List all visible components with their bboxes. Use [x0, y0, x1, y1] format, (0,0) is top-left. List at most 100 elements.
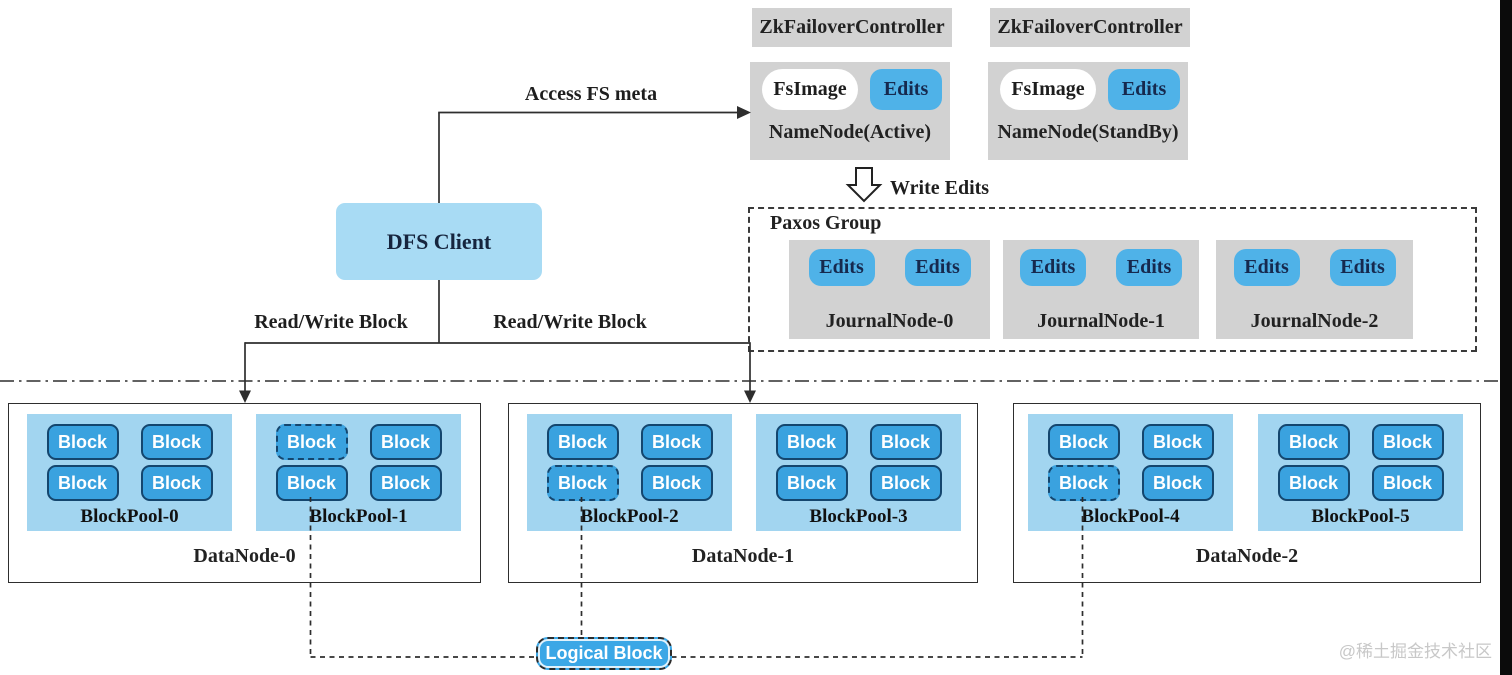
datanode-0-box: Block Block Block Block BlockPool-0 Bloc… — [8, 403, 481, 583]
block-pill: Block — [1371, 465, 1444, 501]
block-grid: Block Block Block Block — [27, 414, 232, 501]
journalnode-1-title: JournalNode-1 — [1037, 310, 1165, 332]
block-label: Block — [786, 472, 837, 493]
namenode-pill-row: FsImage Edits — [750, 62, 950, 110]
block-label: Block — [557, 431, 608, 452]
block-label: Block — [1288, 431, 1339, 452]
arrowhead-down-icon — [239, 390, 251, 403]
block-grid: Block Block Block Block — [256, 414, 461, 501]
block-label: Block — [57, 472, 108, 493]
block-label: Block — [1152, 472, 1203, 493]
blockpool-5-panel: Block Block Block Block BlockPool-5 — [1258, 414, 1463, 531]
block-label: Block — [57, 431, 108, 452]
fsimage-label: FsImage — [1011, 78, 1085, 100]
edits-pill: Edits — [904, 249, 971, 286]
namenode-standby-title: NameNode(StandBy) — [997, 121, 1179, 143]
blockpool-3-panel: Block Block Block Block BlockPool-3 — [756, 414, 961, 531]
edits-pill: Edits — [1116, 249, 1182, 286]
block-label: Block — [1382, 472, 1433, 493]
datanode-1-box: Block Block Block Block BlockPool-2 Bloc… — [508, 403, 978, 583]
block-label: Block — [286, 431, 337, 452]
edits-label: Edits — [1340, 256, 1385, 278]
fsimage-pill: FsImage — [762, 69, 858, 110]
write-edits-arrow-icon — [845, 167, 883, 203]
block-pill: Block — [640, 424, 713, 460]
dfs-client-label: DFS Client — [386, 228, 492, 254]
block-pill: Block — [640, 465, 713, 501]
blockpool-2-title: BlockPool-2 — [580, 506, 679, 527]
block-label: Block — [151, 431, 202, 452]
block-pill-dashed: Block — [1047, 465, 1120, 501]
logical-block-label: Logical Block — [545, 643, 663, 663]
journalnode-pill-row: Edits Edits — [1020, 249, 1182, 286]
edits-pill: Edits — [1233, 249, 1300, 286]
block-pill: Block — [546, 424, 619, 460]
block-grid: Block Block Block Block — [1028, 414, 1233, 501]
block-pill: Block — [369, 465, 442, 501]
zkfc-active-box: ZkFailoverController — [752, 8, 952, 47]
blockpool-1-panel: Block Block Block Block BlockPool-1 — [256, 414, 461, 531]
journalnode-2-title: JournalNode-2 — [1250, 310, 1379, 332]
right-black-bar — [1500, 0, 1512, 675]
block-pill: Block — [1277, 465, 1350, 501]
read-write-block-left-label: Read/Write Block — [254, 311, 408, 333]
block-label: Block — [380, 472, 431, 493]
journalnode-0-box: Edits Edits JournalNode-0 — [789, 240, 990, 339]
journalnode-pill-row: Edits Edits — [1233, 249, 1396, 286]
block-pill: Block — [869, 465, 942, 501]
block-label: Block — [286, 472, 337, 493]
edits-pill: Edits — [1329, 249, 1396, 286]
block-label: Block — [786, 431, 837, 452]
block-pill: Block — [775, 424, 848, 460]
block-label: Block — [151, 472, 202, 493]
datanode-2-box: Block Block Block Block BlockPool-4 Bloc… — [1013, 403, 1481, 583]
arrowhead-down-icon — [744, 390, 756, 403]
journalnode-pill-row: Edits Edits — [808, 249, 971, 286]
blockpool-4-title: BlockPool-4 — [1081, 506, 1180, 527]
block-label: Block — [880, 472, 931, 493]
edits-pill: Edits — [870, 69, 942, 110]
datanode-2-title: DataNode-2 — [1195, 545, 1299, 567]
block-label: Block — [1058, 431, 1109, 452]
journalnode-1-box: Edits Edits JournalNode-1 — [1003, 240, 1199, 339]
edits-label: Edits — [915, 256, 960, 278]
zkfc-label: ZkFailoverController — [997, 16, 1183, 38]
namenode-active-title: NameNode(Active) — [768, 121, 932, 143]
zkfc-standby-box: ZkFailoverController — [990, 8, 1190, 47]
block-pill: Block — [46, 465, 119, 501]
watermark: @稀土掘金技术社区 — [1338, 642, 1492, 661]
block-pill: Block — [140, 424, 213, 460]
edits-label: Edits — [883, 78, 929, 100]
block-pill: Block — [1371, 424, 1444, 460]
edits-pill: Edits — [1108, 69, 1180, 110]
block-pill: Block — [1047, 424, 1120, 460]
edits-label: Edits — [1121, 78, 1167, 100]
block-label: Block — [380, 431, 431, 452]
arrowhead-right-icon — [737, 106, 751, 119]
block-pill-dashed: Block — [546, 465, 619, 501]
read-write-block-right-label: Read/Write Block — [493, 311, 647, 333]
block-grid: Block Block Block Block — [1258, 414, 1463, 501]
blockpool-4-panel: Block Block Block Block BlockPool-4 — [1028, 414, 1233, 531]
zkfc-label: ZkFailoverController — [759, 16, 945, 38]
block-label: Block — [651, 472, 702, 493]
logical-block-pill: Logical Block — [536, 637, 672, 670]
block-pill: Block — [140, 465, 213, 501]
datanode-1-title: DataNode-1 — [691, 545, 795, 567]
block-pill: Block — [775, 465, 848, 501]
block-label: Block — [1382, 431, 1433, 452]
blockpool-0-title: BlockPool-0 — [80, 506, 179, 527]
block-pill-dashed: Block — [275, 424, 348, 460]
block-pill: Block — [369, 424, 442, 460]
namenode-pill-row: FsImage Edits — [988, 62, 1188, 110]
namenode-active-box: FsImage Edits NameNode(Active) — [750, 62, 950, 160]
blockpool-0-panel: Block Block Block Block BlockPool-0 — [27, 414, 232, 531]
access-fs-meta-label: Access FS meta — [524, 83, 658, 105]
edits-label: Edits — [819, 256, 864, 278]
journalnode-2-box: Edits Edits JournalNode-2 — [1216, 240, 1413, 339]
edits-label: Edits — [1244, 256, 1289, 278]
block-pill: Block — [46, 424, 119, 460]
block-label: Block — [651, 431, 702, 452]
datanode-0-title: DataNode-0 — [193, 545, 296, 567]
